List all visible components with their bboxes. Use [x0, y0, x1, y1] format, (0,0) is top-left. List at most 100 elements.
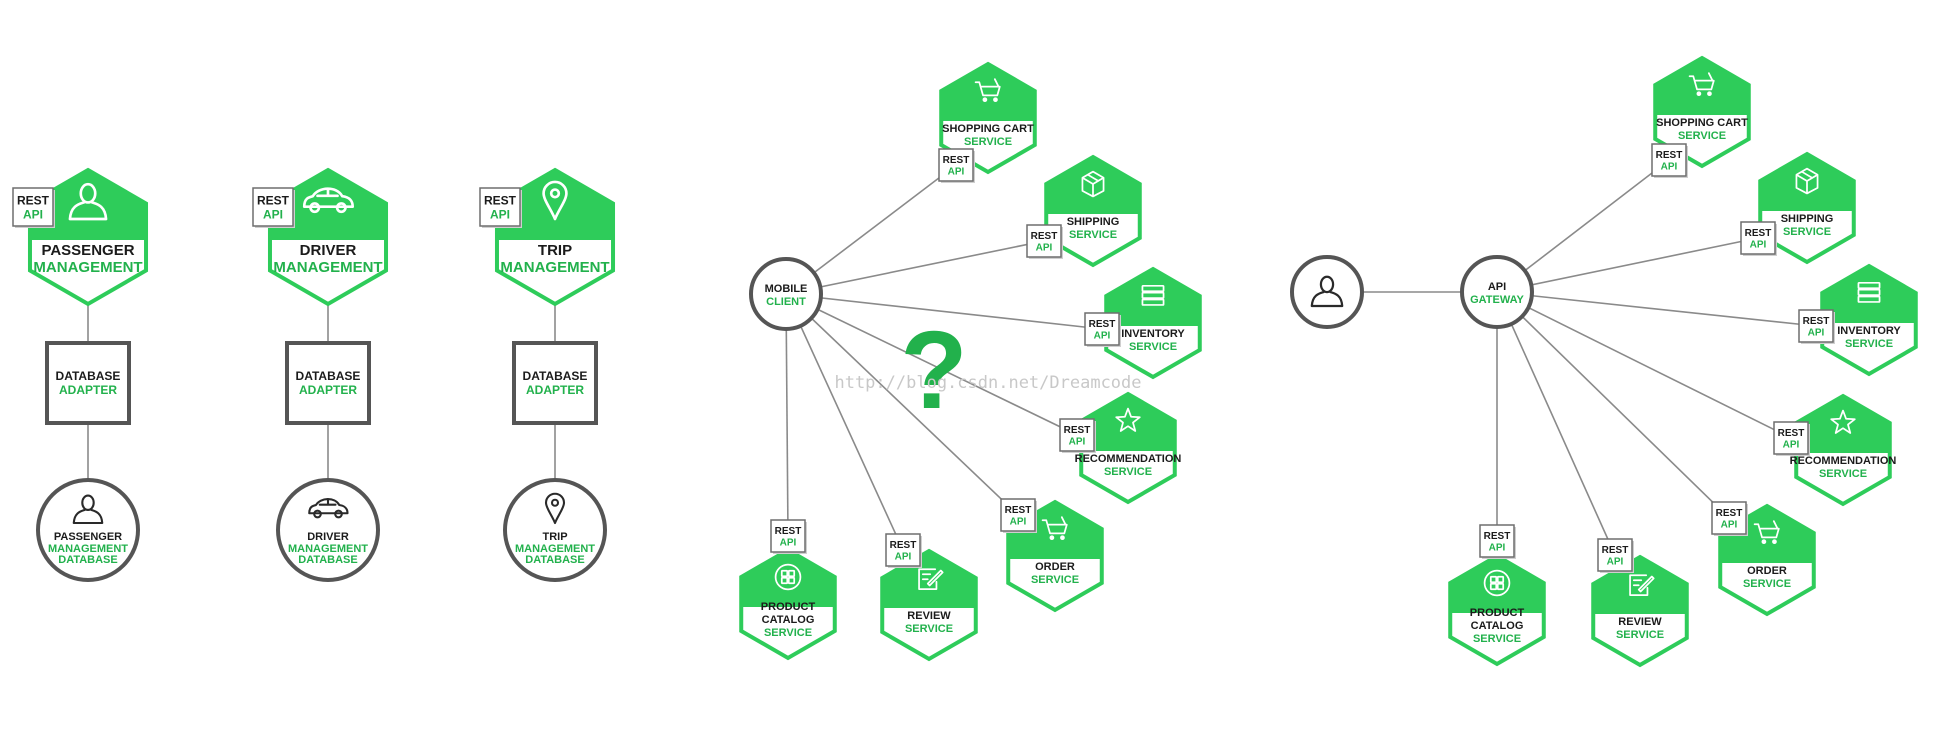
- car-icon: [302, 187, 355, 214]
- api-label: API: [780, 538, 797, 549]
- service-suffix: SERVICE: [1473, 633, 1521, 645]
- car-icon: [308, 498, 349, 519]
- service-name: SHIPPING: [1067, 216, 1120, 228]
- database-label: TRIP: [542, 531, 567, 543]
- service-suffix: SERVICE: [1616, 629, 1664, 641]
- api-label: API: [1069, 437, 1086, 448]
- user-icon: [68, 182, 108, 221]
- connector-line: [1496, 291, 1817, 327]
- connector-line: [1496, 237, 1759, 293]
- api-label: API: [1094, 331, 1111, 342]
- service-name: DRIVER: [300, 242, 357, 259]
- review-icon: [918, 568, 944, 591]
- watermark-text: http://blog.csdn.net/Dreamcode: [834, 373, 1141, 393]
- api-label: API: [1808, 328, 1825, 339]
- rest-label: REST: [1005, 505, 1032, 516]
- api-label: API: [263, 207, 283, 221]
- service-suffix: SERVICE: [1819, 468, 1867, 480]
- adapter-label: DATABASE: [523, 369, 588, 383]
- database-label: DRIVER: [307, 531, 349, 543]
- service-suffix: SERVICE: [1845, 338, 1893, 350]
- service-type: MANAGEMENT: [33, 259, 142, 276]
- service-type: MANAGEMENT: [273, 259, 382, 276]
- rest-label: REST: [1656, 150, 1683, 161]
- database-label: DATABASE: [298, 554, 357, 566]
- rest-label: REST: [1803, 316, 1830, 327]
- service-suffix: SERVICE: [1104, 466, 1152, 478]
- service-name: REVIEW: [1618, 616, 1662, 628]
- star-icon: [1830, 409, 1856, 434]
- adapter-label: DATABASE: [296, 369, 361, 383]
- cart-icon: [1688, 72, 1715, 97]
- panel-decomposition: PASSENGERMANAGEMENTRESTAPIDATABASEADAPTE…: [12, 167, 616, 582]
- service-name: SHIPPING: [1781, 213, 1834, 225]
- rest-label: REST: [484, 193, 517, 207]
- api-label: API: [1489, 543, 1506, 554]
- connector-line: [785, 293, 789, 537]
- rest-label: REST: [1031, 231, 1058, 242]
- api-label: API: [1783, 440, 1800, 451]
- database-label: DATABASE: [525, 554, 584, 566]
- location-pin-icon: [544, 492, 566, 525]
- watermark: http://blog.csdn.net/Dreamcode: [834, 373, 1141, 393]
- rest-label: REST: [1716, 508, 1743, 519]
- rest-label: REST: [1064, 425, 1091, 436]
- connector-line: [1496, 291, 1730, 519]
- api-label: API: [895, 552, 912, 563]
- api-label: API: [23, 207, 43, 221]
- user-icon: [1310, 275, 1344, 308]
- connector-line: [785, 293, 1103, 330]
- rest-label: REST: [775, 526, 802, 537]
- hub-label: CLIENT: [766, 296, 806, 308]
- client-user: [1290, 255, 1364, 329]
- rest-label: REST: [257, 193, 290, 207]
- service-name: ORDER: [1747, 565, 1787, 577]
- service-name: PRODUCT: [761, 601, 816, 613]
- service-name: CATALOG: [1471, 620, 1524, 632]
- service-name: CATALOG: [762, 614, 815, 626]
- rest-label: REST: [1778, 428, 1805, 439]
- grid-icon: [1483, 569, 1511, 597]
- rest-label: REST: [1602, 545, 1629, 556]
- grid-icon: [774, 563, 802, 591]
- service-suffix: SERVICE: [1031, 574, 1079, 586]
- service-suffix: SERVICE: [1743, 578, 1791, 590]
- service-name: INVENTORY: [1837, 325, 1901, 337]
- rest-label: REST: [890, 540, 917, 551]
- question-mark: ?: [900, 309, 967, 432]
- api-label: API: [1661, 162, 1678, 173]
- star-icon: [1115, 407, 1141, 432]
- service-suffix: SERVICE: [964, 136, 1012, 148]
- service-suffix: SERVICE: [1129, 341, 1177, 353]
- column-passenger: PASSENGERMANAGEMENTRESTAPIDATABASEADAPTE…: [12, 167, 149, 582]
- api-label: API: [948, 167, 965, 178]
- cart-icon: [1041, 516, 1068, 541]
- connector-line: [785, 293, 1019, 516]
- connector-line: [785, 293, 1078, 436]
- service-suffix: SERVICE: [1783, 226, 1831, 238]
